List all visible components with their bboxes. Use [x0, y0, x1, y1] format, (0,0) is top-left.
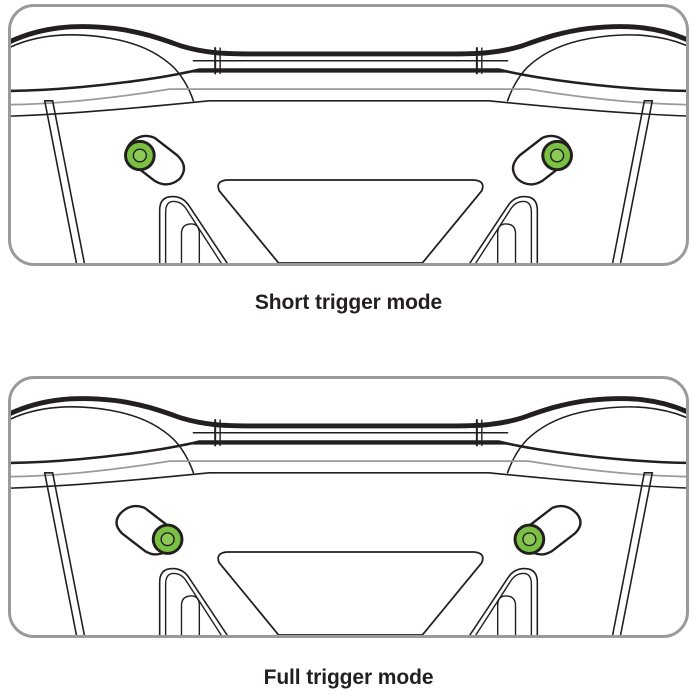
grip-edge-right-a [619, 472, 654, 635]
fin-right-small [496, 595, 517, 635]
body-crease-gray [11, 460, 686, 478]
trigger-switch-right[interactable] [513, 504, 582, 556]
battery-door-trapezoid [217, 179, 484, 263]
shoulder-right-contour [506, 34, 686, 102]
grip-edge-left-b [51, 472, 86, 635]
grip-edge-right-b [611, 100, 646, 263]
bumper-outline-top [11, 24, 686, 57]
fin-right-outer [469, 567, 539, 635]
grip-edge-left-a [43, 100, 78, 263]
switch-knob-center-right [522, 532, 537, 547]
body-sweep [11, 472, 686, 489]
grip-edge-left-a [43, 472, 78, 635]
body-crease-gray [11, 88, 686, 106]
grip-edge-right-b [611, 472, 646, 635]
fin-right-outer [469, 195, 539, 263]
caption-full-trigger-mode: Full trigger mode [263, 666, 434, 689]
body-crease-upper [11, 440, 686, 465]
fin-left-small [180, 223, 201, 263]
switch-knob-center-left [160, 532, 175, 547]
switch-knob-center-right [550, 148, 565, 163]
caption-short-trigger-mode: Short trigger mode [254, 291, 443, 314]
panel-frame [8, 376, 689, 638]
panel-short-trigger [8, 4, 689, 266]
fin-left-outer [158, 195, 228, 263]
grip-edge-right-a [619, 100, 654, 263]
fin-left-outer [158, 567, 228, 635]
fin-right-inner [475, 200, 533, 263]
trigger-switch-left[interactable] [123, 134, 186, 186]
body-crease-upper [11, 68, 686, 93]
switch-knob-center-left [132, 148, 147, 163]
fin-left-inner [164, 572, 222, 635]
bumper-outline-top [11, 396, 686, 429]
controller-rear-illustration-full [11, 396, 686, 635]
fin-right-small [496, 223, 517, 263]
panel-full-trigger [8, 376, 689, 638]
controller-rear-illustration-short [11, 24, 686, 263]
fin-right-inner [475, 572, 533, 635]
body-sweep [11, 100, 686, 117]
fin-left-inner [164, 200, 222, 263]
panel-frame [8, 4, 689, 266]
trigger-switch-right[interactable] [511, 134, 574, 186]
grip-edge-left-b [51, 100, 86, 263]
trigger-switch-left[interactable] [115, 504, 184, 556]
shoulder-left-contour [11, 34, 195, 102]
fin-left-small [180, 595, 201, 635]
battery-door-trapezoid [217, 551, 484, 635]
shoulder-right-contour [506, 406, 686, 474]
shoulder-left-contour [11, 406, 195, 474]
